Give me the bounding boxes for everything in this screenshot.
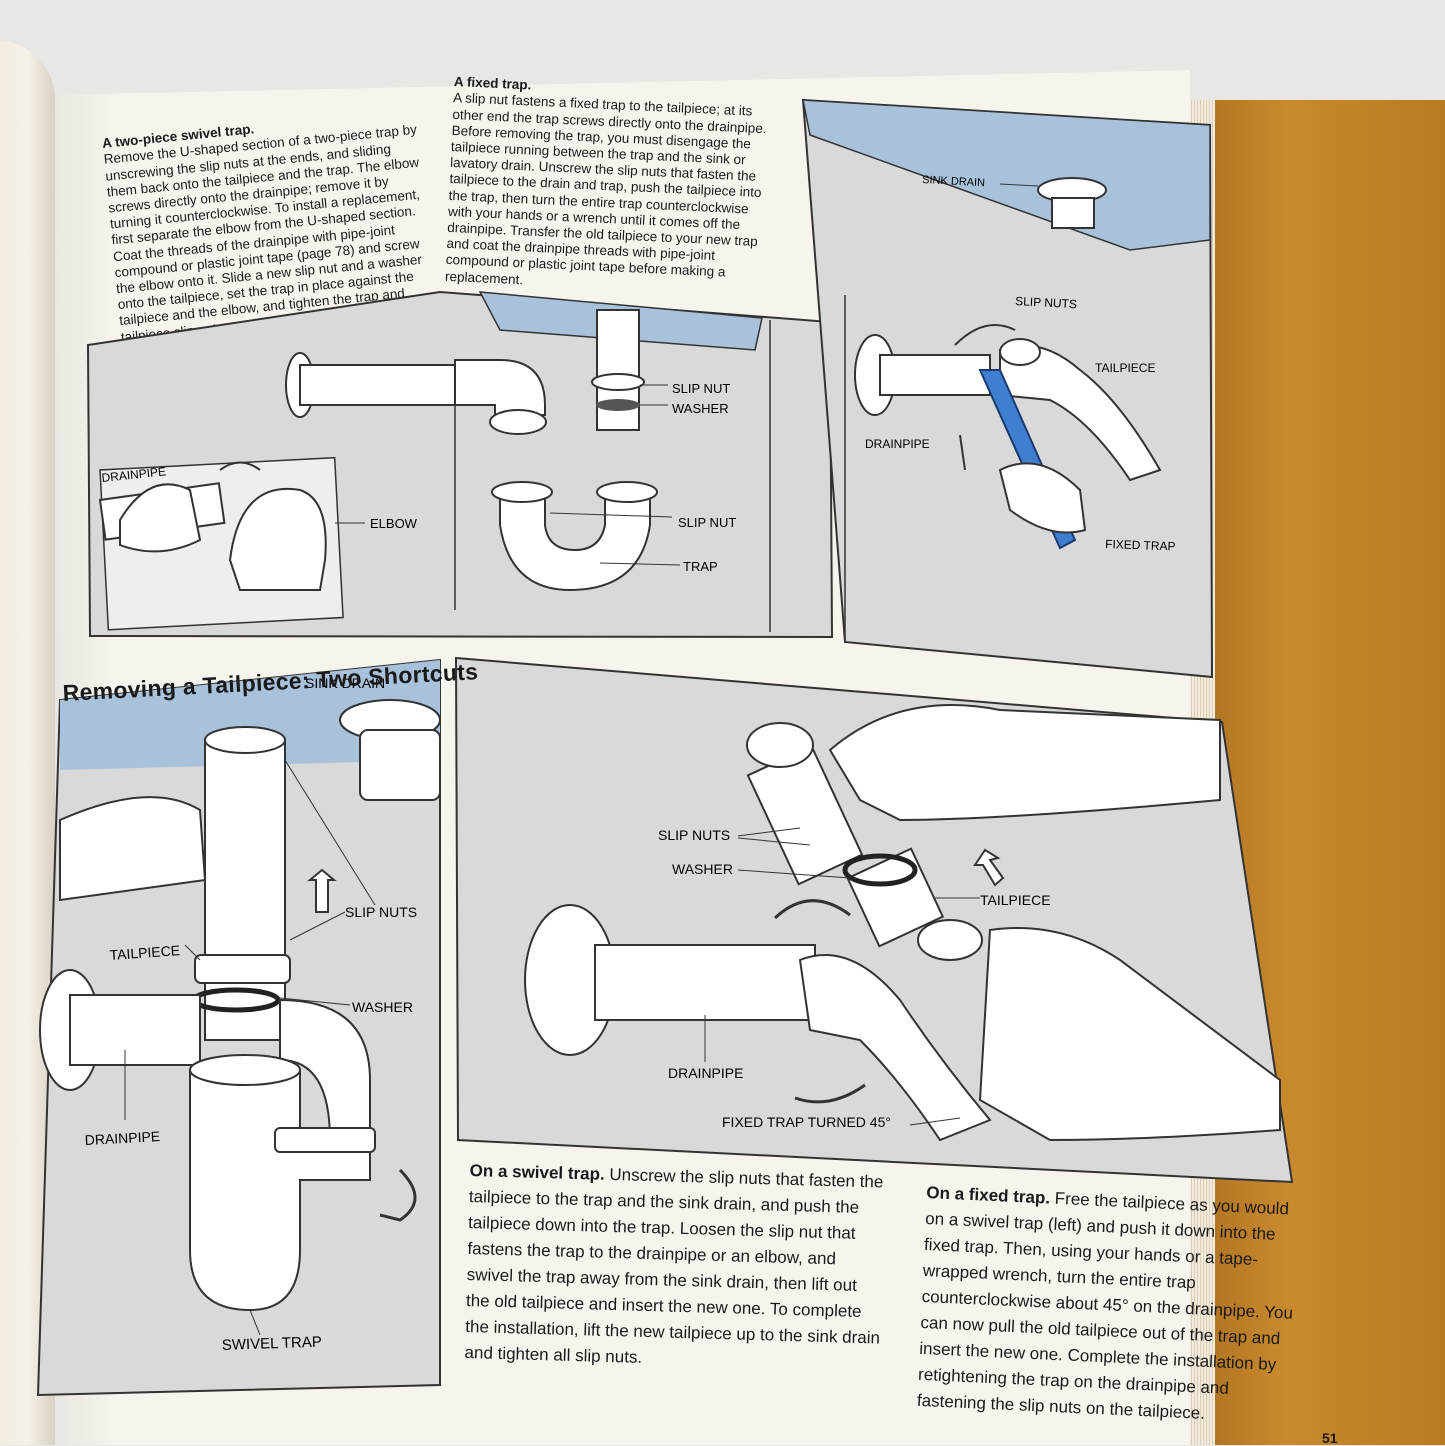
label-washer: WASHER [672,401,729,416]
label-drainpipe: DRAINPIPE [101,464,167,485]
label-slip-nuts: SLIP NUTS [1015,294,1077,311]
page-number: 51 [1322,1430,1338,1446]
label-tailpiece: TAILPIECE [980,892,1051,908]
label-drainpipe: DRAINPIPE [84,1128,160,1148]
label-drainpipe: DRAINPIPE [668,1065,743,1081]
label-washer: WASHER [352,999,413,1015]
label-slip-nuts: SLIP NUTS [658,827,730,843]
paragraph-lead: On a swivel trap. [469,1160,605,1184]
figure-fixed-trap-wrench: SINK DRAIN SLIP NUTS TAILPIECE DRAINPIPE… [801,98,1214,679]
label-sink-drain: SINK DRAIN [305,675,385,691]
label-tailpiece: TAILPIECE [1095,361,1155,375]
label-slip-nuts: SLIP NUTS [345,904,417,920]
label-tailpiece: TAILPIECE [109,942,180,963]
paragraph-body: Free the tailpiece as you would on a swi… [916,1188,1294,1423]
label-elbow: ELBOW [370,516,418,531]
label-fixed-trap: FIXED TRAP [1105,537,1176,553]
label-slip-nut: SLIP NUT [672,381,730,396]
label-fixed-trap-turned: FIXED TRAP TURNED 45° [722,1114,891,1130]
label-washer: WASHER [672,861,733,877]
fixed-shortcut-paragraph: On a fixed trap. Free the tailpiece as y… [916,1180,1306,1431]
swivel-shortcut-paragraph: On a swivel trap. Unscrew the slip nuts … [464,1158,885,1378]
label-drainpipe: DRAINPIPE [865,437,930,451]
label-trap: TRAP [683,559,718,574]
label-swivel-trap: SWIVEL TRAP [222,1334,323,1354]
figure-swivel-trap-shortcut: SINK DRAIN SLIP NUTS TAILPIECE WASHER DR… [36,658,441,1397]
paragraph-lead: On a fixed trap. [926,1182,1051,1208]
paragraph-body: Unscrew the slip nuts that fasten the ta… [464,1164,884,1367]
figure-fixed-trap-shortcut: SLIP NUTS WASHER TAILPIECE DRAINPIPE FIX… [454,656,1294,1184]
label-sink-drain: SINK DRAIN [922,174,986,189]
label-slip-nut: SLIP NUT [678,515,736,530]
figure-swivel-trap-parts: DRAINPIPE ELBOW SLIP NUT WASHER SLIP NUT… [86,290,834,639]
